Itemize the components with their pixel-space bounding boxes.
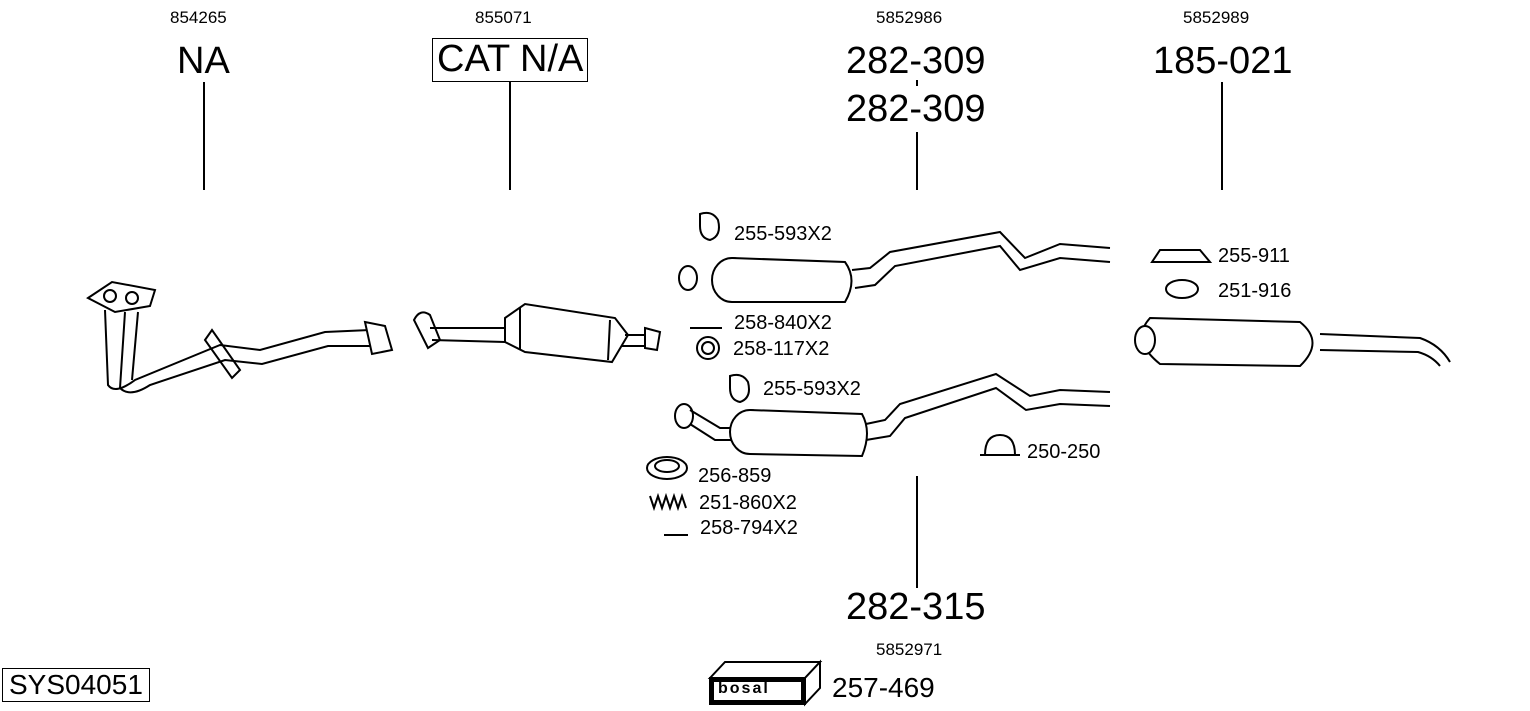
part-number: 282-315 <box>846 586 986 628</box>
part-ref: 5852986 <box>876 8 943 27</box>
part-ref: 854265 <box>170 8 227 27</box>
accessory-label: 250-250 <box>1027 441 1101 463</box>
accessory-label: 256-859 <box>698 465 772 487</box>
accessory-label: 251-860X2 <box>699 492 797 514</box>
part-number: 282-309 <box>846 40 986 82</box>
rear-silencer-drawing <box>1134 316 1451 368</box>
middle-silencer-bottom-drawing <box>674 372 1111 458</box>
accessory-label: 255-911 <box>1218 245 1290 267</box>
bosal-logo: bosal <box>718 680 770 697</box>
part-ref: 5852989 <box>1183 8 1250 27</box>
front-pipe-drawing <box>86 280 394 394</box>
system-id: SYS04051 <box>2 668 150 703</box>
brand-part-number: 257-469 <box>832 672 935 703</box>
part-number: 185-021 <box>1153 40 1293 82</box>
accessory-label: 251-916 <box>1218 280 1292 302</box>
accessory-label: 255-593X2 <box>734 223 832 245</box>
part-number: CAT N/A <box>432 38 589 82</box>
catalytic-converter-drawing <box>412 302 662 364</box>
accessory-label: 255-593X2 <box>763 378 861 400</box>
accessory-drawings <box>646 249 1213 707</box>
part-number: 282-309 <box>846 88 986 130</box>
part-number: NA <box>177 40 230 82</box>
middle-silencer-top-drawing <box>678 211 1111 303</box>
accessory-label: 258-117X2 <box>733 338 830 360</box>
accessory-label: 258-794X2 <box>700 517 798 539</box>
part-ref: 855071 <box>475 8 532 27</box>
accessory-label: 258-840X2 <box>734 312 832 334</box>
part-ref: 5852971 <box>876 640 943 659</box>
